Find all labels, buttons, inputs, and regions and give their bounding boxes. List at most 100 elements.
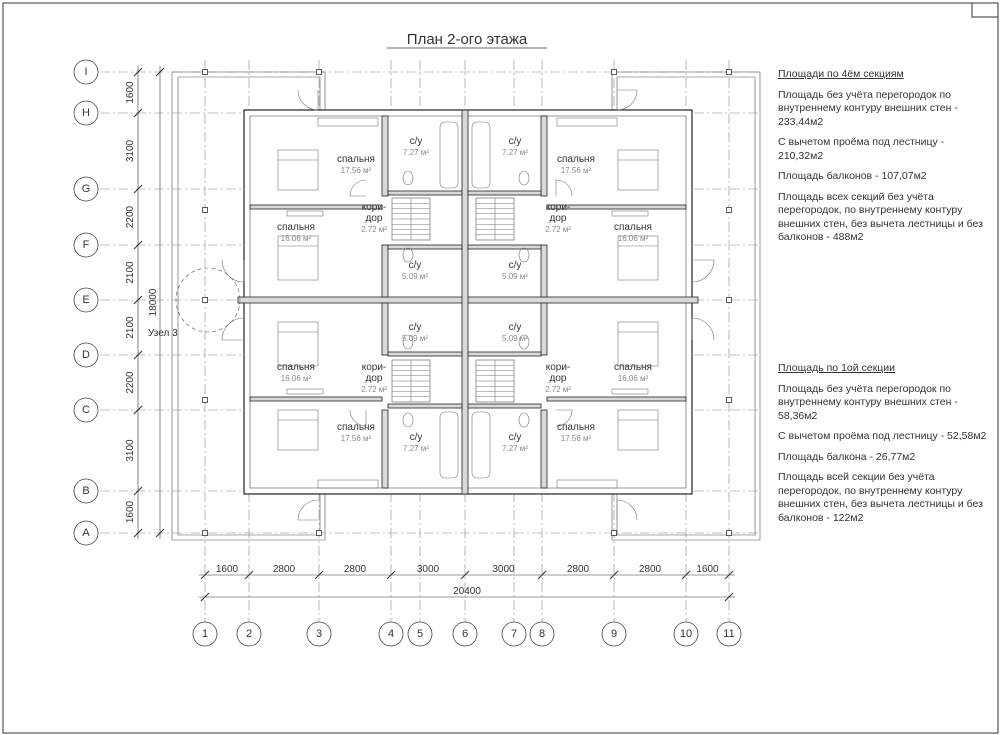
room-area: 7.27 м² [403, 444, 429, 453]
room-area: 16.06 м² [618, 374, 649, 383]
partition-vertical-3 [540, 244, 548, 298]
column-5 [726, 297, 732, 303]
col-dim-tick [314, 570, 324, 580]
wardrobe-6 [286, 388, 324, 395]
total-tick-bottom [155, 528, 165, 538]
column-13 [726, 397, 732, 403]
row-bubble-E [73, 287, 99, 313]
door-balcony-e-upper [691, 259, 715, 283]
room-area: 17.56 м² [341, 166, 372, 175]
partition-vertical-5 [540, 302, 548, 356]
bathtub-2 [439, 411, 459, 479]
col-bubble-6 [452, 621, 478, 647]
col-dim-label: 2800 [344, 564, 367, 575]
door-balcony-e-lower [691, 317, 715, 341]
title-block-corner [971, 2, 999, 18]
room-area: 2.72 м² [361, 225, 387, 234]
col-bubble-10 [673, 621, 699, 647]
room-name: с/у [509, 136, 522, 147]
room-name: с/у [409, 260, 422, 271]
partition-horizontal-10 [249, 396, 383, 402]
room-area: 7.27 м² [502, 148, 528, 157]
row-bubble-label: E [82, 294, 89, 306]
col-dim-tick [609, 570, 619, 580]
row-dim-tick [133, 295, 143, 305]
bed-5 [617, 321, 659, 367]
areas-all-p3: Площадь балконов - 107,07м2 [778, 170, 927, 182]
row-dim-tick [133, 486, 143, 496]
row-dim-tick [133, 350, 143, 360]
stair-upper-right [475, 197, 515, 241]
door-balcony-w-lower [221, 317, 245, 341]
room-2: с/у7.27 м² [502, 136, 528, 157]
room-area: 17.56 м² [561, 434, 592, 443]
room-area: 5.09 м² [502, 272, 528, 281]
column-8 [611, 530, 617, 536]
col-bubble-5 [407, 621, 433, 647]
partition-horizontal-2 [387, 190, 463, 196]
toilet-2 [402, 247, 414, 263]
bed-7 [617, 409, 659, 451]
column-6 [202, 530, 208, 536]
areas-all-p1: Площадь без учёта перегородок по внутрен… [778, 88, 958, 128]
room-name: кори- [546, 202, 571, 213]
col-bubble-4 [378, 621, 404, 647]
drawing-title: План 2-ого этажа [407, 31, 528, 48]
room-area: 7.27 м² [403, 148, 429, 157]
room-name: с/у [509, 322, 522, 333]
wardrobe-7 [611, 388, 649, 395]
room-area: 7.27 м² [502, 444, 528, 453]
bed-2 [277, 235, 319, 281]
door-balcony-ne [616, 89, 638, 111]
wardrobe-2 [317, 479, 379, 489]
room-name: с/у [410, 432, 423, 443]
room-10: с/у5.09 м² [402, 322, 428, 343]
column-9 [726, 530, 732, 536]
door-bedroom-1 [349, 179, 367, 197]
areas-all-sections: Площади по 4ём секциям Площадь без учёта… [778, 68, 990, 252]
row-dim-label: 3100 [125, 439, 136, 462]
partition-horizontal-8 [387, 403, 463, 409]
row-dim-label: 2100 [125, 316, 136, 339]
col-bubble-8 [529, 621, 555, 647]
wardrobe-5 [611, 210, 649, 217]
partition-vertical-4 [381, 302, 389, 356]
total-height-label: 18000 [148, 288, 159, 316]
row-bubble-H [73, 100, 99, 126]
row-dim-label: 2200 [125, 371, 136, 394]
areas-one-p3: Площадь балкона - 26,77м2 [778, 450, 916, 463]
partition-horizontal-0 [249, 204, 383, 210]
col-dim-tick [460, 570, 470, 580]
row-bubble-label: C [82, 404, 90, 416]
col-dim-tick [537, 570, 547, 580]
bathtub-0 [439, 121, 459, 189]
row-dim-tick [133, 528, 143, 538]
col-dim-label: 3000 [417, 564, 440, 575]
room-area: 16.06 м² [281, 374, 312, 383]
column-4 [202, 297, 208, 303]
room-name: дор [366, 373, 383, 384]
row-bubble-B [73, 478, 99, 504]
room-name: спальня [277, 362, 315, 373]
partition-horizontal-5 [467, 244, 542, 250]
row-bubble-A [73, 520, 99, 546]
door-bedroom-3 [349, 409, 367, 427]
bathtub-3 [471, 411, 491, 479]
room-area: 17.56 м² [341, 434, 372, 443]
row-dim-label: 2200 [125, 205, 136, 228]
room-area: 2.72 м² [361, 385, 387, 394]
room-area: 16.06 м² [618, 234, 649, 243]
col-bubble-label: 7 [511, 628, 517, 640]
room-17: с/у7.27 м² [403, 432, 429, 453]
row-dim-tick [133, 240, 143, 250]
room-area: 16.06 м² [281, 234, 312, 243]
col-bubble-7 [501, 621, 527, 647]
partition-horizontal-11 [546, 396, 687, 402]
row-dim-label: 1600 [125, 81, 136, 104]
col-dim-tick [724, 570, 734, 580]
